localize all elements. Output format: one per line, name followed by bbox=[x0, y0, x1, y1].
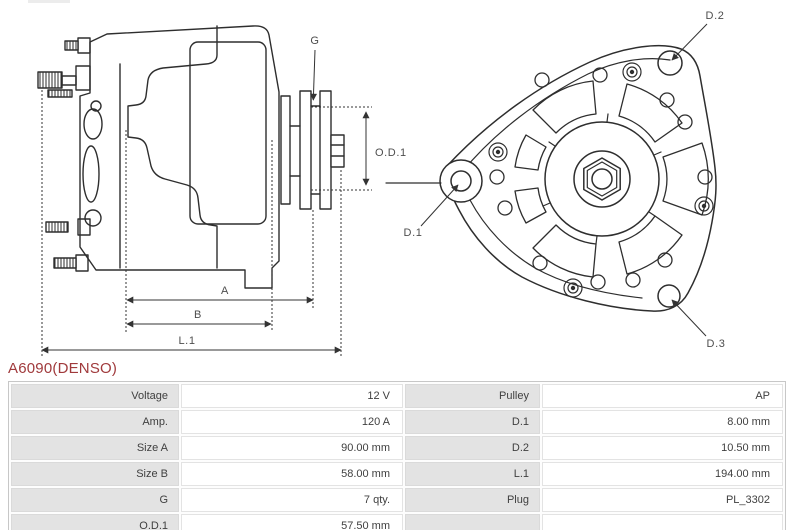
dim-label-a: A bbox=[221, 285, 229, 297]
mounting-studs bbox=[37, 37, 91, 272]
rotor-center bbox=[542, 113, 662, 245]
mount-hole-d3 bbox=[657, 284, 681, 308]
spec-value: 120 A bbox=[181, 410, 403, 434]
dim-label-d1: D.1 bbox=[404, 227, 423, 239]
spec-label: D.2 bbox=[405, 436, 540, 460]
spec-value: 58.00 mm bbox=[181, 462, 403, 486]
technical-drawing: G O.D.1 A B L.1 bbox=[28, 0, 726, 356]
spec-value: 12 V bbox=[181, 384, 403, 408]
spec-value: 90.00 mm bbox=[181, 436, 403, 460]
spec-label: Amp. bbox=[11, 410, 179, 434]
spec-label: Plug bbox=[405, 488, 540, 512]
vent-holes bbox=[489, 67, 713, 290]
spec-row: Size B 58.00 mm L.1 194.00 mm bbox=[11, 462, 783, 486]
spec-label bbox=[405, 514, 540, 530]
dim-label-od1: O.D.1 bbox=[375, 147, 407, 159]
spec-value: 10.50 mm bbox=[542, 436, 783, 460]
part-number-title: A6090(DENSO) bbox=[8, 360, 118, 377]
dim-label-l1: L.1 bbox=[178, 335, 195, 347]
pulley bbox=[280, 90, 345, 210]
specs-table: Voltage 12 V Pulley AP Amp. 120 A D.1 8.… bbox=[8, 381, 786, 530]
dim-label-d2: D.2 bbox=[706, 10, 725, 22]
spec-label: Size B bbox=[11, 462, 179, 486]
alternator-side-view bbox=[37, 25, 345, 289]
spec-label: Voltage bbox=[11, 384, 179, 408]
watermark-remnant bbox=[28, 0, 70, 3]
spec-value: PL_3302 bbox=[542, 488, 783, 512]
spec-row: G 7 qty. Plug PL_3302 bbox=[11, 488, 783, 512]
spec-value: 194.00 mm bbox=[542, 462, 783, 486]
side-view-dimensions bbox=[41, 49, 372, 356]
spec-label: O.D.1 bbox=[11, 514, 179, 530]
rivets bbox=[488, 62, 714, 298]
spec-row: O.D.1 57.50 mm bbox=[11, 514, 783, 530]
spec-value bbox=[542, 514, 783, 530]
spec-value: 57.50 mm bbox=[181, 514, 403, 530]
alternator-front-view bbox=[385, 44, 717, 312]
spec-row: Voltage 12 V Pulley AP bbox=[11, 384, 783, 408]
spec-row: Size A 90.00 mm D.2 10.50 mm bbox=[11, 436, 783, 460]
front-view-leaders bbox=[420, 23, 708, 337]
mount-hole-d2 bbox=[657, 50, 683, 76]
spec-value: 7 qty. bbox=[181, 488, 403, 512]
dim-label-g: G bbox=[310, 35, 319, 47]
spec-row: Amp. 120 A D.1 8.00 mm bbox=[11, 410, 783, 434]
spec-label: L.1 bbox=[405, 462, 540, 486]
spec-label: G bbox=[11, 488, 179, 512]
mount-ear-d1 bbox=[439, 159, 483, 203]
spec-label: Pulley bbox=[405, 384, 540, 408]
dim-label-b: B bbox=[194, 309, 202, 321]
spec-label: D.1 bbox=[405, 410, 540, 434]
dim-label-d3: D.3 bbox=[707, 338, 726, 350]
spec-value: 8.00 mm bbox=[542, 410, 783, 434]
spec-value: AP bbox=[542, 384, 783, 408]
spec-label: Size A bbox=[11, 436, 179, 460]
